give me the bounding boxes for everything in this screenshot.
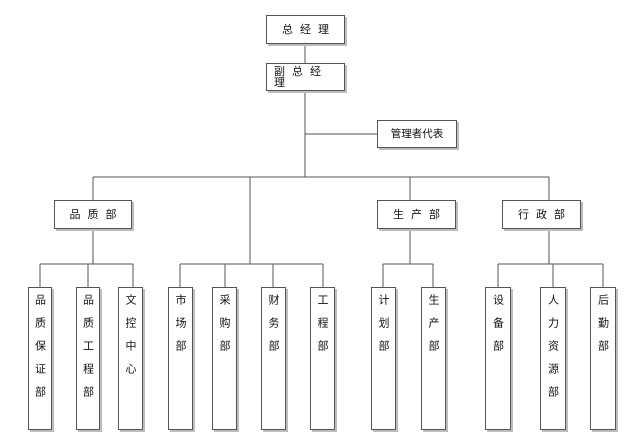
general-manager-label: 总经理 (282, 23, 336, 36)
subunit-marketing-label: 市场部 (174, 294, 187, 363)
subunit-engineering-box: 工程部 (310, 287, 335, 430)
general-manager-box: 总经理 (266, 15, 345, 44)
subunit-marketing-box: 市场部 (168, 287, 193, 430)
dept-production-box: 生产部 (377, 200, 456, 229)
subunit-engineering-label: 工程部 (316, 294, 329, 363)
subunit-document-control-box: 文控中心 (118, 287, 143, 430)
subunit-planning-box: 计划部 (371, 287, 396, 430)
subunit-production-label: 生产部 (427, 294, 440, 363)
dept-admin-box: 行政部 (502, 200, 581, 229)
dept-admin-label: 行政部 (518, 208, 572, 221)
subunit-logistics-label: 后勤部 (596, 294, 610, 363)
subunit-planning-label: 计划部 (377, 294, 390, 363)
dept-quality-label: 品质部 (69, 208, 124, 221)
deputy-general-manager-box: 副总经理 (266, 63, 345, 91)
subunit-quality-engineering-label: 品质工程部 (81, 294, 95, 409)
management-representative-box: 管理者代表 (377, 120, 457, 148)
deputy-general-manager-label: 副总经理 (274, 65, 328, 89)
subunit-document-control-label: 文控中心 (124, 294, 137, 386)
subunit-equipment-box: 设备部 (485, 287, 511, 430)
subunit-finance-box: 财务部 (261, 287, 286, 430)
dept-quality-box: 品质部 (54, 200, 132, 229)
subunit-logistics-box: 后勤部 (590, 287, 616, 430)
subunit-quality-engineering-box: 品质工程部 (76, 287, 100, 430)
subunit-quality-assurance-box: 品质保证部 (28, 287, 52, 430)
subunit-purchasing-box: 采购部 (212, 287, 237, 430)
subunit-purchasing-label: 采购部 (218, 294, 231, 363)
management-representative-label: 管理者代表 (390, 127, 444, 140)
subunit-human-resources-box: 人力资源部 (540, 287, 566, 430)
subunit-equipment-label: 设备部 (491, 294, 505, 363)
subunit-quality-assurance-label: 品质保证部 (33, 294, 47, 409)
dept-production-label: 生产部 (393, 208, 447, 221)
subunit-finance-label: 财务部 (267, 294, 280, 363)
subunit-production-box: 生产部 (421, 287, 446, 430)
subunit-human-resources-label: 人力资源部 (546, 294, 560, 409)
